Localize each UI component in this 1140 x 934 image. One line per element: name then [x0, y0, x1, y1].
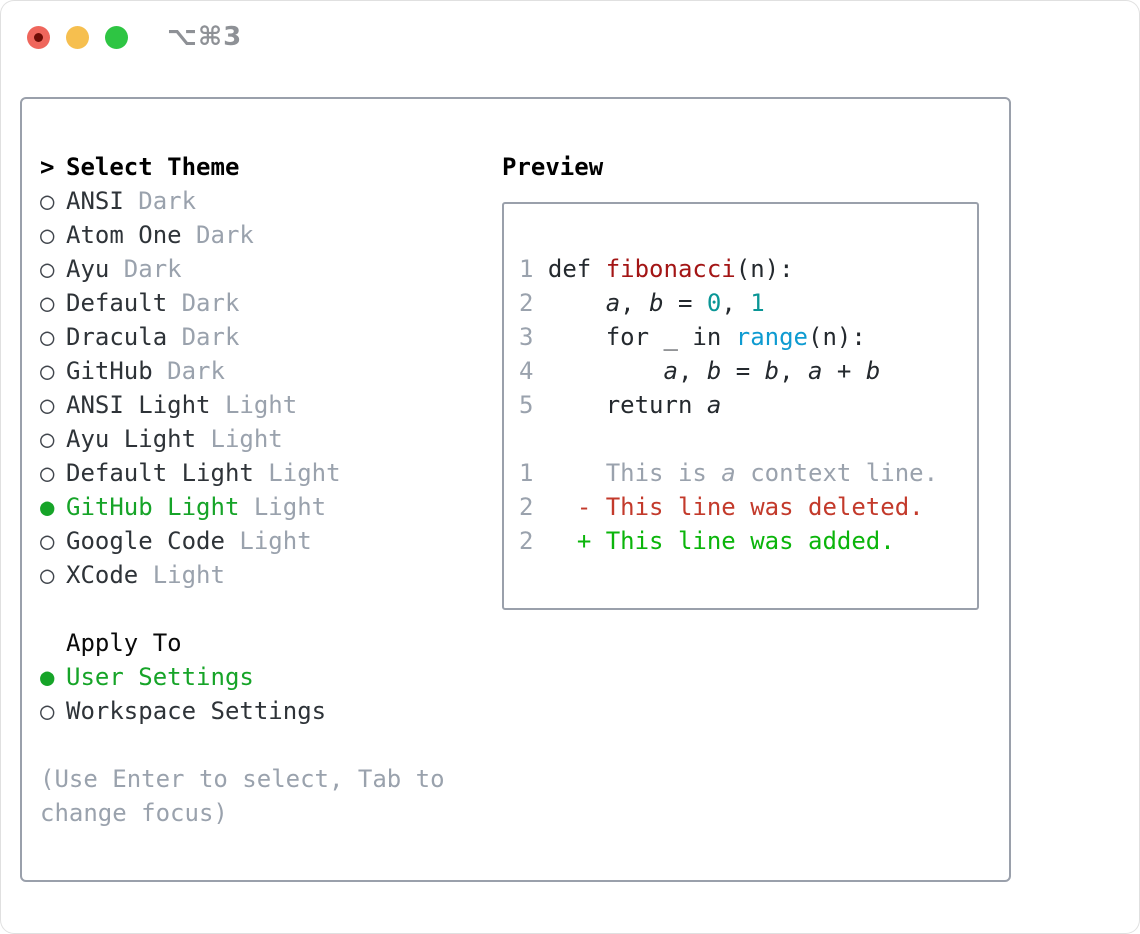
theme-option-atom-one[interactable]: ○ Atom One Dark [40, 218, 480, 252]
preview-diff-line: 1 This is a context line. [519, 459, 939, 487]
preview-diff-line: 2 - This line was deleted. [519, 493, 924, 521]
theme-option-github[interactable]: ○ GitHub Dark [40, 354, 480, 388]
theme-option-ayu-light[interactable]: ○ Ayu Light Light [40, 422, 480, 456]
theme-name: Default Light [66, 459, 254, 487]
minimize-button[interactable] [66, 26, 89, 49]
apply-option-label: User Settings [66, 663, 254, 691]
theme-variant: Light [224, 527, 312, 555]
theme-option-ansi-light[interactable]: ○ ANSI Light Light [40, 388, 480, 422]
radio-unselected-icon: ○ [40, 561, 55, 589]
theme-variant: Dark [167, 323, 240, 351]
theme-option-dracula[interactable]: ○ Dracula Dark [40, 320, 480, 354]
theme-name: XCode [66, 561, 139, 589]
theme-variant: Light [239, 493, 327, 521]
apply-option-user-settings[interactable]: ● User Settings [40, 660, 480, 694]
theme-variant: Dark [152, 357, 225, 385]
theme-option-xcode[interactable]: ○ XCode Light [40, 558, 480, 592]
theme-variant: Light [253, 459, 341, 487]
theme-option-ansi[interactable]: ○ ANSI Dark [40, 184, 480, 218]
zoom-button[interactable] [105, 26, 128, 49]
theme-name: Google Code [66, 527, 225, 555]
radio-unselected-icon: ○ [40, 289, 55, 317]
preview-code-line: 2 a, b = 0, 1 [519, 289, 765, 317]
preview-box: 1 def fibonacci(n): 2 a, b = 0, 1 3 for _ … [502, 202, 979, 610]
preview-code-line: 1 def fibonacci(n): [519, 255, 794, 283]
spacer [40, 728, 480, 762]
theme-name: Ayu [66, 255, 110, 283]
radio-unselected-icon: ○ [40, 357, 55, 385]
radio-unselected-icon: ○ [40, 221, 55, 249]
apply-to-option-list: ● User Settings ○ Workspace Settings [40, 660, 480, 728]
theme-name: Atom One [66, 221, 182, 249]
radio-unselected-icon: ○ [40, 459, 55, 487]
radio-unselected-icon: ○ [40, 255, 55, 283]
help-text-line-2: change focus) [40, 799, 228, 827]
cursor-icon: > [40, 153, 55, 181]
select-theme-header: > Select Theme [40, 150, 480, 184]
theme-picker: > Select Theme ○ ANSI Dark ○ Atom One Dark ○ A… [40, 150, 480, 830]
radio-unselected-icon: ○ [40, 697, 55, 725]
preview-blank-line [519, 422, 977, 456]
window-title: ⌥⌘3 [167, 22, 243, 52]
preview-diff-line: 2 + This line was added. [519, 527, 895, 555]
preview-code-line: 5 return a [519, 391, 722, 419]
radio-unselected-icon: ○ [40, 323, 55, 351]
theme-name: ANSI [66, 187, 124, 215]
theme-name: ANSI Light [66, 391, 211, 419]
theme-variant: Light [196, 425, 283, 453]
radio-selected-icon: ● [40, 663, 55, 691]
theme-option-default-light[interactable]: ○ Default Light Light [40, 456, 480, 490]
apply-option-label: Workspace Settings [66, 697, 327, 725]
theme-name: Ayu Light [66, 425, 197, 453]
theme-variant: Dark [109, 255, 182, 283]
preview-code-line: 4 a, b = b, a + b [519, 357, 881, 385]
theme-name: GitHub [66, 357, 153, 385]
help-text-line-1: (Use Enter to select, Tab to [40, 765, 445, 793]
radio-unselected-icon: ○ [40, 425, 55, 453]
preview-section: Preview 1 def fibonacci(n): 2 a, b = 0, 1… [502, 150, 979, 610]
radio-unselected-icon: ○ [40, 527, 55, 555]
preview-title: Preview [502, 153, 604, 181]
theme-name: GitHub Light [66, 493, 240, 521]
spacer [40, 592, 480, 626]
theme-option-default[interactable]: ○ Default Dark [40, 286, 480, 320]
theme-name: Dracula [66, 323, 168, 351]
theme-variant: Dark [123, 187, 197, 215]
apply-to-header: Apply To [40, 626, 480, 660]
close-button[interactable] [27, 26, 50, 49]
theme-variant: Dark [181, 221, 254, 249]
theme-variant: Dark [167, 289, 240, 317]
theme-variant: Light [210, 391, 298, 419]
radio-unselected-icon: ○ [40, 391, 55, 419]
radio-unselected-icon: ○ [40, 187, 55, 215]
theme-variant: Light [138, 561, 225, 589]
theme-option-google-code[interactable]: ○ Google Code Light [40, 524, 480, 558]
radio-selected-icon: ● [40, 493, 55, 521]
theme-name: Default [66, 289, 168, 317]
theme-option-list: ○ ANSI Dark ○ Atom One Dark ○ Ayu Dark ○ Defaul… [40, 184, 480, 592]
apply-option-workspace-settings[interactable]: ○ Workspace Settings [40, 694, 480, 728]
preview-code-line: 3 for _ in range(n): [519, 323, 866, 351]
theme-option-ayu[interactable]: ○ Ayu Dark [40, 252, 480, 286]
apply-to-title: Apply To [66, 629, 182, 657]
title-bar: ⌥⌘3 [0, 0, 1140, 97]
theme-option-github-light[interactable]: ● GitHub Light Light [40, 490, 480, 524]
select-theme-title: Select Theme [66, 153, 240, 181]
main-panel: > Select Theme ○ ANSI Dark ○ Atom One Dark ○ A… [20, 97, 1011, 882]
